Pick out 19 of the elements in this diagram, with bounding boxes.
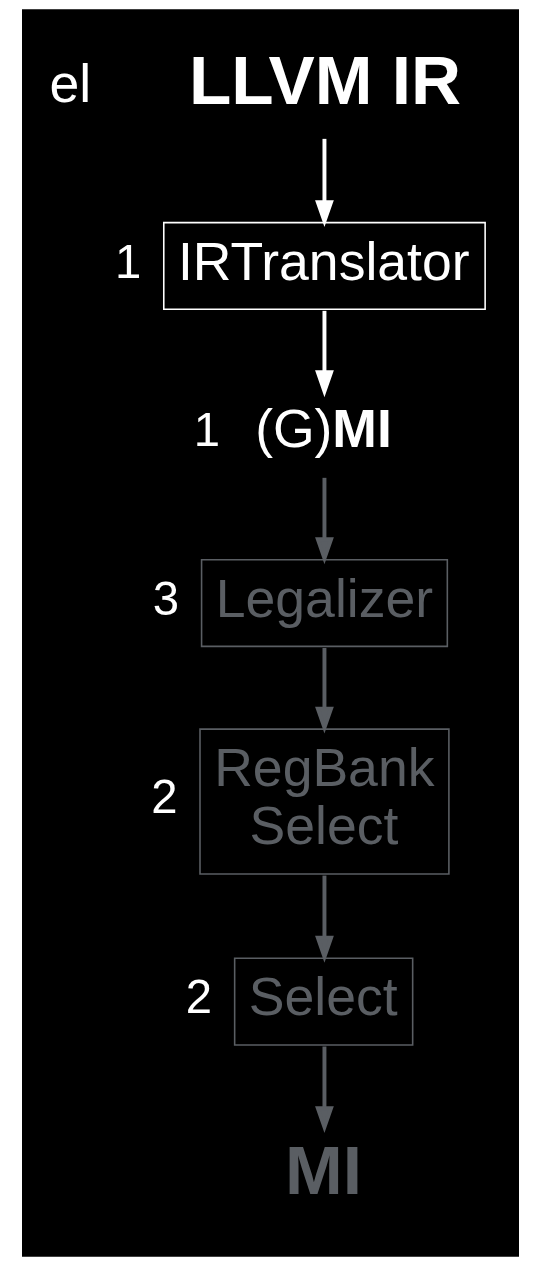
arrow xyxy=(315,1046,334,1134)
arrow xyxy=(315,647,334,734)
node-text: (G)MI xyxy=(255,398,392,458)
arrow xyxy=(315,477,334,565)
node-label: 1 xyxy=(193,403,220,457)
node-label: 3 xyxy=(152,571,180,625)
node-box: IRTranslator xyxy=(163,221,486,311)
node-text: LLVM IR xyxy=(188,41,461,120)
node-label: 2 xyxy=(185,970,213,1024)
node-label: 2 xyxy=(151,770,178,824)
node-label: 1 xyxy=(114,234,142,288)
node-text: MI xyxy=(285,1131,363,1210)
arrow xyxy=(315,875,334,963)
node-box: RegBank Select xyxy=(199,728,450,875)
node-box: Legalizer xyxy=(200,558,449,648)
node-box: Select xyxy=(233,957,414,1046)
arrow xyxy=(315,138,334,228)
arrow xyxy=(315,310,334,398)
label: el xyxy=(49,53,92,113)
